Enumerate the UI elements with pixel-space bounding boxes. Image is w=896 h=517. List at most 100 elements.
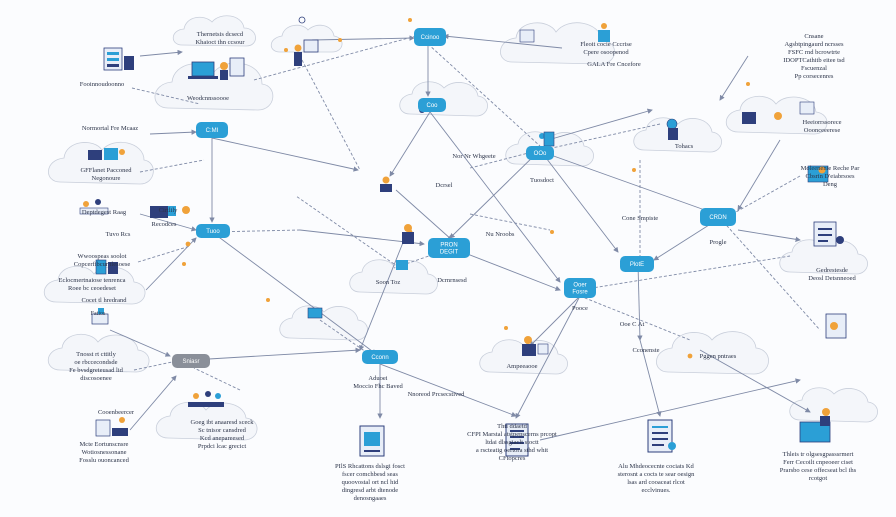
label-line: Deng [823, 181, 838, 188]
hub-node: Cconn [362, 350, 398, 364]
label-line: Ooe C At [620, 321, 645, 328]
hub-label: OOo [534, 151, 547, 157]
edge [139, 159, 205, 173]
label-line: Tnosst rt cttitly [76, 351, 116, 358]
gear-icon [746, 82, 750, 86]
label-line: Thernetsis dcsecd [197, 31, 244, 38]
edge [427, 43, 541, 147]
label-line: Wotiosnessonane [82, 449, 127, 456]
analyst-icon [742, 101, 815, 124]
phone-check-icon [543, 131, 555, 147]
label-line: ecclvinues. [641, 487, 670, 494]
edge [469, 213, 551, 231]
document-icon [359, 425, 385, 457]
hub-node: Tuoo [196, 224, 230, 238]
edge [389, 111, 431, 177]
person-thinking-icon [396, 224, 414, 270]
office-desk-icon [95, 417, 128, 437]
label-line: Fleoit cocie Cccrise [580, 41, 632, 48]
label-line: Mcte Eortunscnsre [80, 441, 129, 448]
document-board-icon [813, 221, 844, 247]
label-line: Deosl Detsnneoed [808, 275, 856, 282]
edge [253, 35, 417, 81]
person-sitting-icon [380, 176, 392, 192]
box-icon [91, 308, 109, 325]
edge [547, 153, 717, 216]
diagram-label: Cooenbeercer [98, 409, 135, 416]
edge [139, 49, 183, 57]
label-line: Ferr Cecoilt cnpeoeer ciset [783, 459, 853, 466]
edge [211, 137, 359, 172]
diagram-label: Nnoreod Prcsecstived [408, 391, 466, 398]
desk-worker-icon [88, 148, 125, 160]
label-line: Eclocmertnaiose tenrenca [59, 277, 126, 284]
tablet-person-icon [825, 313, 847, 339]
cloud-bg [270, 24, 343, 53]
edge [637, 263, 643, 341]
hub-node: PlotE [620, 256, 654, 272]
label-line: Prarsbo cese offecseat bcl ihs [780, 467, 857, 474]
label-line: Heeiorrssorece [803, 119, 842, 126]
edge [295, 195, 395, 265]
person-laptop-icon [666, 118, 678, 140]
edge [395, 189, 453, 241]
edge [379, 363, 517, 417]
edges [109, 33, 821, 441]
developer-icon [807, 165, 829, 183]
hub-label: CRDN [709, 215, 726, 221]
hub-node: OOo [526, 146, 554, 160]
label-line: Pooce [572, 305, 588, 312]
label-line: Cconenste [632, 347, 659, 354]
diagram-label: Tohacs [675, 143, 694, 150]
label-line: lsas ard cooaceat rlcot [627, 479, 685, 486]
diagram-label: Cone Smpiste [622, 215, 658, 222]
hub-label: Coo [426, 103, 438, 109]
label-line: Cpere osoopenod [583, 49, 629, 56]
label-line: Ampeeaooe [506, 363, 537, 370]
edge [547, 108, 653, 141]
label-line: quoovostal ort ncl hid [342, 479, 400, 486]
diagram-label: Ooe C At [620, 321, 645, 328]
hub-pill [172, 354, 210, 368]
diagram-label: Dcrnrnsesd [437, 277, 467, 284]
label-line: GALA Fre Cncefore [587, 61, 641, 68]
edge [109, 329, 171, 357]
label-line: Gedrestesde [816, 267, 848, 274]
hub-pill [196, 224, 230, 238]
monitor-icon [150, 206, 190, 218]
label-line: Weodcnnssoooe [187, 95, 229, 102]
edge [579, 295, 691, 341]
label-line: Dcrnrnsesd [437, 277, 467, 284]
edge [719, 55, 749, 101]
laptop-user-icon [188, 57, 245, 80]
label-line: FSFC rnd bcrowtrte [788, 49, 840, 56]
document-icon [647, 419, 676, 453]
phone-icon [95, 259, 118, 275]
background-clouds [43, 15, 878, 441]
label-line: sterosnt a cocts te sear oesign [618, 471, 695, 478]
diagram-label: Pooce [572, 305, 588, 312]
hub-pill [564, 278, 596, 298]
label-line: denosngaaes [354, 495, 387, 502]
cloud-bg [656, 331, 769, 375]
hub-pill [362, 350, 398, 364]
edge [131, 87, 201, 105]
edge [719, 217, 821, 331]
label-line: Tohacs [675, 143, 694, 150]
diagram-label: Cconenste [632, 347, 659, 354]
label-line: Fscuenzal [801, 65, 827, 72]
label-line: Wwoospeas soolot [78, 253, 127, 260]
label-line: Sc tnisor cansdred [198, 427, 246, 434]
diagram-label: Fatios [91, 311, 106, 317]
